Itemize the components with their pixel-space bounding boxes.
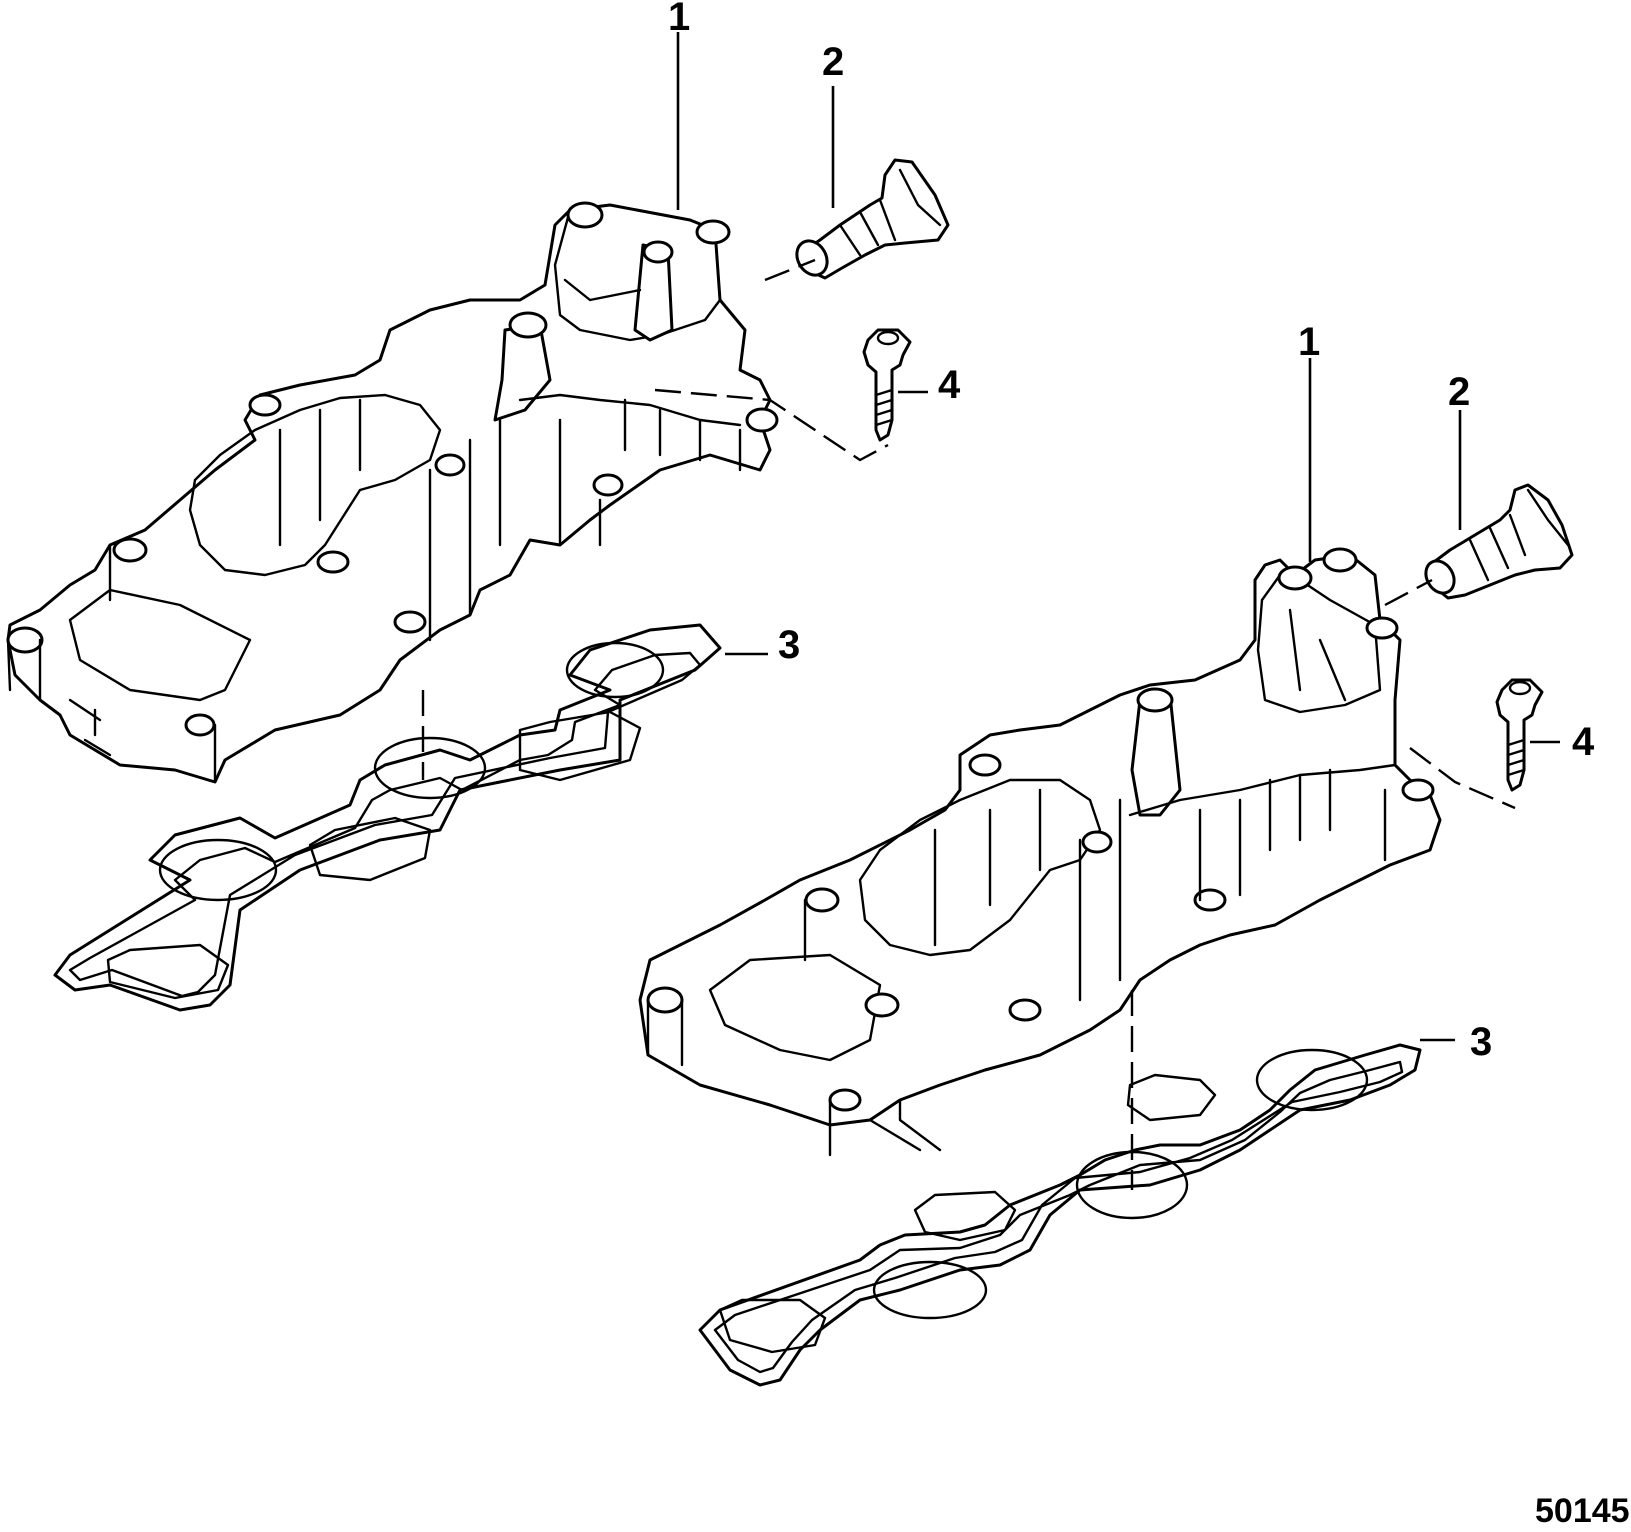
upper-left-callout-4: 4 [938, 363, 961, 407]
lower-right-callout-4: 4 [1572, 720, 1595, 764]
lower-right-sensor [1424, 483, 1574, 600]
lower-right-callout-2: 2 [1448, 370, 1470, 414]
upper-left-callout-2: 2 [822, 40, 844, 84]
lower-right-housing [638, 547, 1442, 1157]
lower-right-callout-1: 1 [1298, 320, 1320, 364]
upper-left-leader-lines [421, 32, 928, 780]
lower-right-callout-3: 3 [1470, 1020, 1492, 1064]
figure-number: 50145 [1535, 1492, 1630, 1530]
upper-left-callout-3: 3 [778, 623, 800, 667]
upper-left-assembly: 1 2 3 4 [6, 0, 961, 1012]
upper-left-screw [862, 328, 912, 442]
upper-left-gasket [53, 623, 722, 1012]
lower-right-leader-lines [1130, 358, 1560, 1190]
lower-right-screw [1495, 678, 1544, 792]
lower-right-gasket [698, 1043, 1422, 1387]
lower-right-assembly: 1 2 3 4 [638, 320, 1595, 1387]
upper-left-sensor [795, 158, 950, 280]
upper-left-housing [6, 201, 779, 784]
upper-left-callout-1: 1 [668, 0, 690, 39]
